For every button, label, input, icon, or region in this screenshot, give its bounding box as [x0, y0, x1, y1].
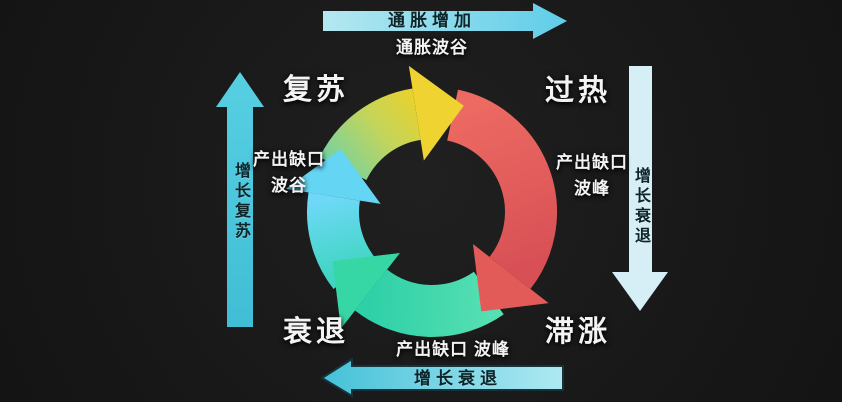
- cycle-segment-stagflation: [354, 268, 504, 337]
- cycle-arrowhead-teal: [332, 252, 400, 329]
- edge-arrow-top-shape: [323, 3, 567, 39]
- cycle-segment-overheat: [446, 89, 557, 289]
- turning-point-left: 产出缺口 波谷: [246, 147, 332, 198]
- phase-label-recovery: 复苏: [283, 74, 350, 106]
- edge-arrow-bottom-shape: [320, 357, 564, 398]
- turning-point-left-line2: 波谷: [271, 175, 307, 195]
- edge-arrow-left-shape: [216, 72, 264, 327]
- cycle-arrowhead-yellow: [408, 65, 464, 161]
- turning-point-right: 产出缺口 波峰: [547, 150, 637, 201]
- turning-point-right-line1: 产出缺口: [556, 153, 628, 172]
- edge-arrow-bottom-label: 增长衰退: [414, 369, 502, 388]
- cycle-arrowhead-red: [472, 244, 549, 312]
- turning-point-top: 通胀波谷: [396, 38, 468, 57]
- edge-arrow-right-shape: [612, 66, 668, 311]
- phase-label-overheat: 过热: [545, 75, 612, 107]
- edge-arrow-right-label: 增长衰退: [632, 167, 649, 247]
- edge-arrow-top-label: 通胀增加: [388, 11, 476, 30]
- cycle-segment-recovery: [319, 88, 422, 181]
- edge-arrow-left-label: 增长复苏: [232, 162, 249, 242]
- turning-point-bottom: 产出缺口 波峰: [396, 340, 510, 359]
- turning-point-right-line2: 波峰: [574, 178, 610, 198]
- turning-point-left-line1: 产出缺口: [253, 150, 325, 169]
- phase-label-recession: 衰退: [283, 316, 350, 348]
- cycle-arrowhead-cyan: [285, 148, 381, 204]
- phase-label-stagflation: 滞涨: [545, 316, 612, 348]
